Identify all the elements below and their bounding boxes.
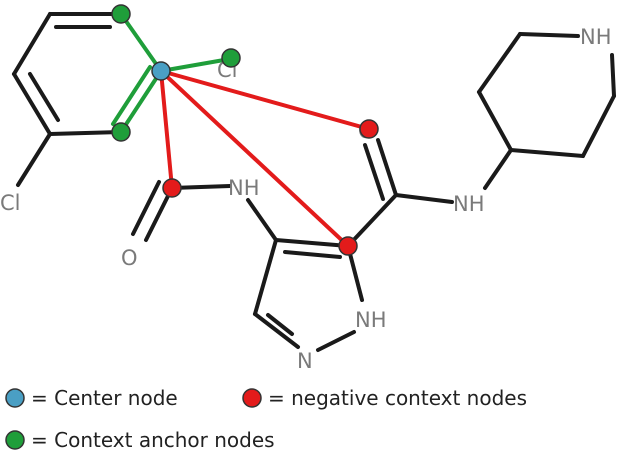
bond-pyr-inner bbox=[283, 250, 342, 259]
anchor-node-cl bbox=[221, 48, 241, 68]
bond-pyr-3 bbox=[316, 330, 356, 352]
bond-ring-3 bbox=[12, 72, 52, 136]
bond-pip-4 bbox=[610, 53, 616, 98]
atom-nh-amide2: NH bbox=[453, 192, 485, 216]
atom-nh-pyrazole: NH bbox=[355, 308, 387, 332]
atom-cl-left: Cl bbox=[0, 191, 21, 215]
negative-node-pyrazole bbox=[338, 236, 358, 256]
bond-c2-pyrazole bbox=[346, 193, 398, 248]
bond-ring-inner-2 bbox=[28, 72, 60, 122]
legend-negative-label: = negative context nodes bbox=[268, 386, 527, 410]
anchor-edges bbox=[111, 12, 226, 134]
negative-edge-2 bbox=[159, 69, 350, 248]
negative-edge-1 bbox=[159, 69, 174, 190]
anchor-edge-cl bbox=[159, 58, 226, 73]
negative-node-oxygen bbox=[359, 119, 379, 139]
bond-pyr-1 bbox=[274, 238, 350, 248]
negative-edge-3 bbox=[159, 69, 371, 131]
bond-pyr-5 bbox=[253, 238, 278, 316]
center-node bbox=[151, 61, 171, 81]
bond-pip-6 bbox=[509, 148, 585, 158]
bond-nh-pyrazole bbox=[246, 198, 278, 242]
bond-ring-2 bbox=[12, 12, 52, 76]
bond-pip-3 bbox=[518, 32, 580, 38]
bond-carbonyl2-a bbox=[376, 138, 398, 197]
legend: = Center node = negative context nodes =… bbox=[5, 386, 527, 452]
anchor-node-lower bbox=[111, 122, 131, 142]
legend-anchor-swatch bbox=[5, 430, 25, 450]
bond-pyr-4-inner bbox=[266, 313, 294, 336]
legend-negative-swatch bbox=[242, 388, 262, 408]
legend-center-swatch bbox=[5, 388, 25, 408]
anchor-node-top bbox=[111, 4, 131, 24]
atom-nh-amide1: NH bbox=[228, 176, 260, 200]
negative-node-carbonyl1 bbox=[162, 178, 182, 198]
bond-pip-2 bbox=[477, 32, 522, 94]
atom-labels: Cl Cl O NH O NH NH NH N bbox=[0, 25, 612, 373]
atom-nh-piperidine: NH bbox=[580, 25, 612, 49]
bond-pyr-4 bbox=[253, 312, 300, 349]
bond-carbonyl1-b bbox=[131, 180, 161, 236]
molecule-bonds bbox=[12, 12, 616, 352]
anchor-edge-lower-a bbox=[119, 69, 163, 134]
bond-nh-piperidine bbox=[483, 148, 513, 190]
bond-pip-1 bbox=[477, 90, 513, 152]
bond-c2-nh bbox=[394, 193, 454, 204]
legend-center-label: = Center node bbox=[31, 386, 178, 410]
bond-ring-4 bbox=[48, 130, 123, 136]
bond-carbonyl2-b bbox=[363, 143, 385, 201]
legend-anchor-label: = Context anchor nodes bbox=[31, 428, 275, 452]
atom-n-pyrazole: N bbox=[297, 349, 313, 373]
graph-nodes bbox=[111, 4, 379, 256]
negative-edges bbox=[159, 69, 371, 248]
anchor-edge-lower-b bbox=[111, 65, 152, 126]
bond-cl-left bbox=[16, 132, 52, 187]
bond-pip-5 bbox=[581, 94, 616, 158]
atom-o-amide1: O bbox=[121, 246, 138, 270]
anchor-edge-top bbox=[119, 12, 163, 73]
